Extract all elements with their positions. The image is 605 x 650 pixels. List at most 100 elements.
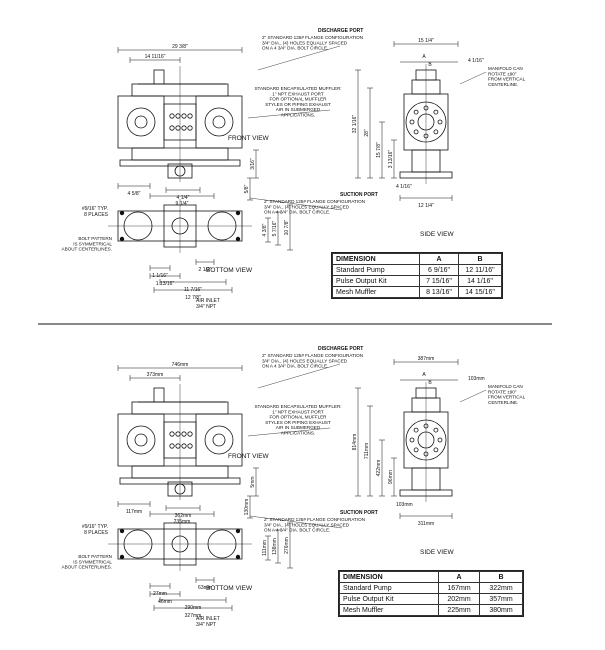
- dimension-label: 138mm: [272, 538, 278, 555]
- bottom-view-pump: [108, 199, 252, 253]
- text-line: B: [428, 62, 432, 68]
- bolt: [181, 443, 187, 449]
- dimension-line: 28": [364, 87, 373, 179]
- left-diaphragm: [126, 425, 156, 455]
- dimension-a-marker: A: [422, 54, 426, 60]
- table-cell: 357mm: [479, 593, 523, 605]
- leader-line: [249, 515, 343, 529]
- dimension-line: 15 7/8": [376, 121, 385, 179]
- side-view-pump: [399, 64, 453, 184]
- text-line: 63mm: [198, 585, 212, 591]
- text-line: 103mm: [396, 502, 413, 508]
- suction-port-title: SUCTION PORT: [340, 192, 378, 198]
- text-line: 15 1/4": [418, 38, 434, 44]
- dimension-label: 117mm: [126, 509, 142, 515]
- text-line: BOTTOM VIEW: [206, 585, 253, 592]
- dimension-line: 96mm: [388, 457, 397, 497]
- text-line: 276mm: [284, 537, 290, 554]
- text-line: 29 3/8": [172, 44, 188, 50]
- table-row: Mesh Muffler 8 13/16" 14 15/16": [332, 286, 502, 298]
- slot-hole: [119, 236, 125, 242]
- bolt: [187, 113, 193, 119]
- dimension-line: 29 3/8": [117, 44, 243, 53]
- text-line: 3/4" NPT: [196, 304, 216, 310]
- table-header-cell: A: [438, 571, 480, 583]
- table-header-cell: DIMENSION: [339, 571, 439, 583]
- text-line: SIDE VIEW: [420, 549, 454, 556]
- text-line: 5 7/16": [272, 220, 278, 236]
- text-line: #9/16" TYP.: [82, 524, 108, 530]
- bottom-view-label: BOTTOM VIEW: [206, 267, 253, 274]
- table-cell: Mesh Muffler: [332, 286, 420, 298]
- text-line: DISCHARGE PORT: [318, 28, 363, 34]
- text-line: 1 13/16": [156, 281, 175, 287]
- dimension-label: 327mm: [185, 613, 202, 619]
- dimension-line: 9 1/4": [149, 193, 215, 207]
- text-line: 2" STANDARD 125# FLANGE CONFIGURATION: [262, 353, 363, 358]
- dimension-label: 746mm: [172, 362, 189, 368]
- bolt: [187, 431, 193, 437]
- table-cell: Standard Pump: [339, 582, 439, 594]
- leader-line: [249, 197, 343, 211]
- bolt: [175, 125, 181, 131]
- table-row: Standard Pump 167mm 322mm: [339, 582, 523, 594]
- left-chamber: [117, 95, 165, 149]
- side-view-pump: [399, 382, 453, 502]
- text-line: A: [422, 372, 426, 378]
- text-line: 814mm: [352, 434, 358, 451]
- text-line: 46mm: [158, 599, 172, 605]
- table-row: Standard Pump 6 9/16" 12 11/16": [332, 264, 502, 276]
- dimension-label: 10 7/8": [284, 219, 290, 235]
- text-line: 28": [364, 129, 370, 137]
- discharge-flange: [153, 69, 165, 85]
- leader-line: [247, 109, 331, 119]
- text-line: 3/4" NPT: [196, 622, 216, 628]
- text-line: STANDARD ENCAPSULATED MUFFLER:: [254, 404, 341, 409]
- bolt: [187, 443, 193, 449]
- dimension-label: 15 7/8": [376, 142, 382, 158]
- text-line: 117mm: [126, 509, 142, 515]
- text-line: STANDARD ENCAPSULATED MUFFLER:: [254, 86, 341, 91]
- table-row: Pulse Output Kit 7 15/16" 14 1/16": [332, 275, 502, 287]
- dimension-label: 1 13/16": [156, 281, 175, 287]
- table-header-row: DIMENSION A B: [339, 571, 523, 583]
- dimension-line: 5mm: [250, 467, 259, 497]
- bolt: [181, 113, 187, 119]
- text-line: SUCTION PORT: [340, 510, 378, 516]
- dimension-line: 12 7/8": [153, 287, 233, 301]
- dimension-line: 138mm: [272, 529, 281, 564]
- text-line: 111mm: [262, 540, 268, 556]
- leader-line: [257, 363, 341, 389]
- leader-line: [459, 71, 487, 85]
- text-line: ROTATE ±90°: [488, 71, 517, 76]
- bolt: [433, 447, 439, 453]
- text-line: 3 13/16": [388, 150, 394, 169]
- dimension-b-marker: B: [428, 62, 432, 68]
- dimension-label: 12 1/4": [418, 203, 434, 209]
- left-chamber: [117, 413, 165, 467]
- suction-port-title: SUCTION PORT: [340, 510, 378, 516]
- dimension-label: 5mm: [250, 476, 256, 487]
- text-line: ABOUT CENTERLINES.: [62, 247, 112, 252]
- text-line: 10 7/8": [284, 219, 290, 235]
- text-line: AIR INLET: [196, 298, 220, 304]
- dimension-line: 3/16": [250, 149, 259, 179]
- bolt: [413, 427, 419, 433]
- leader-line: [257, 45, 341, 71]
- bolt: [409, 437, 415, 443]
- text-line: FROM VERTICAL: [488, 395, 526, 400]
- dimension-label: 14 11/16": [145, 54, 166, 60]
- side-view-label: SIDE VIEW: [420, 549, 454, 556]
- text-line: 5/8": [244, 184, 250, 193]
- dimension-line: 3 13/16": [388, 139, 397, 179]
- slot-callout: #9/16" TYP.8 PLACES: [82, 524, 109, 536]
- slot-hole: [235, 236, 241, 242]
- bolt: [413, 447, 419, 453]
- dimension-label: 4 1/16": [468, 58, 484, 64]
- text-line: 311mm: [418, 521, 434, 527]
